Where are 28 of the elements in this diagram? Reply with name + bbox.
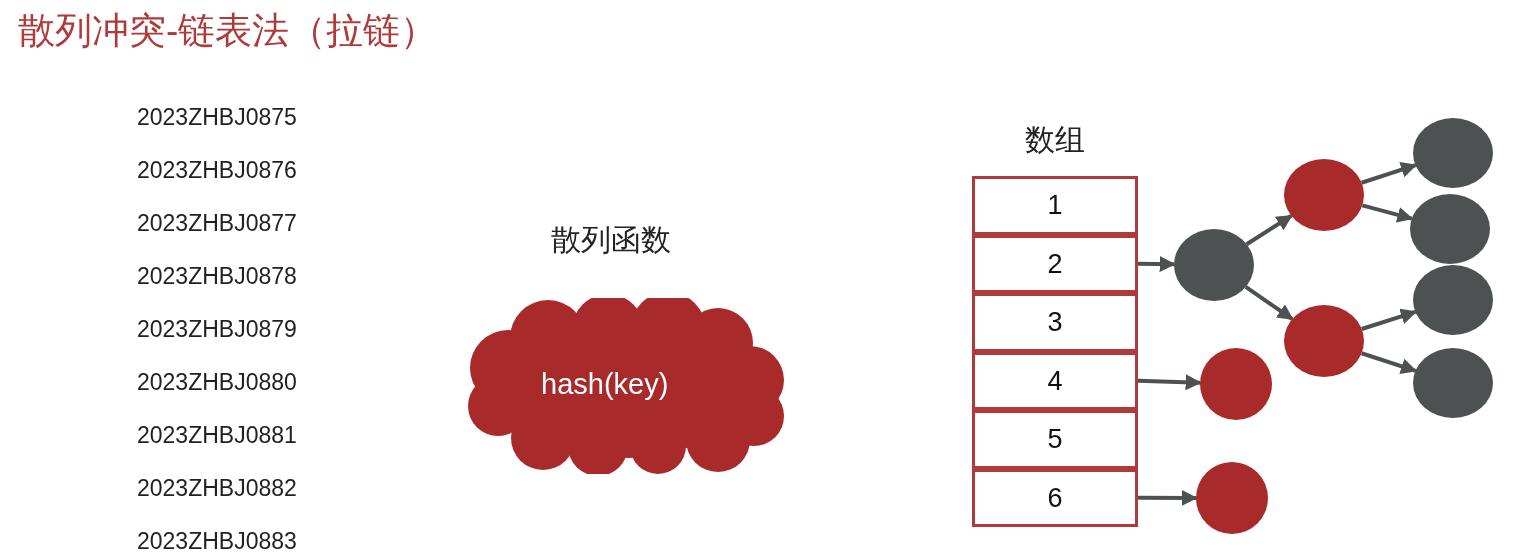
arrow xyxy=(1244,285,1294,321)
array-cell: 1 xyxy=(972,176,1138,235)
key-label: 2023ZHBJ0877 xyxy=(137,209,297,237)
array-heading: 数组 xyxy=(1024,122,1086,158)
function-label: hash(key) xyxy=(541,367,669,401)
array-cell: 6 xyxy=(972,468,1138,527)
arrow xyxy=(1138,489,1198,506)
arrow xyxy=(1245,214,1293,246)
array-cell: 5 xyxy=(972,410,1138,469)
array-cell: 4 xyxy=(972,351,1138,410)
arrow xyxy=(1361,351,1418,374)
key-label: 2023ZHBJ0878 xyxy=(137,262,297,290)
key-label: 2023ZHBJ0876 xyxy=(137,156,297,184)
arrow xyxy=(1137,256,1176,273)
array-cell: 3 xyxy=(972,293,1138,352)
arrow xyxy=(1361,203,1414,223)
key-label: 2023ZHBJ0882 xyxy=(137,474,297,502)
arrow xyxy=(1137,374,1202,391)
function-heading: 散列函数 xyxy=(551,222,671,258)
key-label: 2023ZHBJ0883 xyxy=(137,527,297,554)
arrow xyxy=(1361,162,1418,185)
key-label: 2023ZHBJ0880 xyxy=(137,368,297,396)
arrow xyxy=(1361,308,1417,331)
array-cell: 2 xyxy=(972,234,1138,293)
title: 散列冲突-链表法（拉链） xyxy=(18,9,438,53)
key-label: 2023ZHBJ0875 xyxy=(137,103,297,131)
key-label: 2023ZHBJ0881 xyxy=(137,421,297,449)
key-label: 2023ZHBJ0879 xyxy=(137,315,297,343)
